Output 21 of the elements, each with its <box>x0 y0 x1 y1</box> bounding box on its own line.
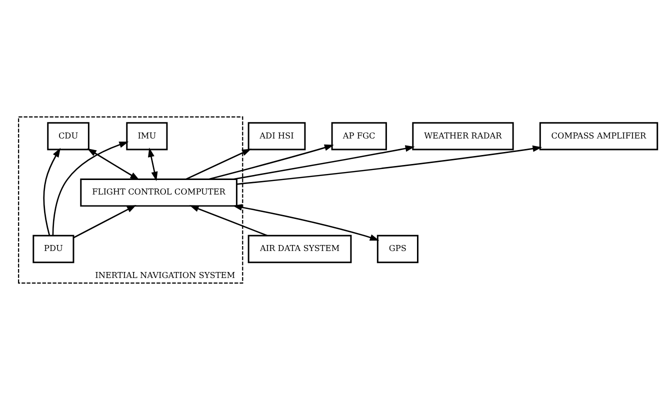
node-box: IMU <box>126 122 168 150</box>
arrow <box>73 205 136 238</box>
arrow <box>43 148 61 236</box>
node-box: ADI HSI <box>248 122 306 150</box>
arrow <box>236 145 542 185</box>
node-box: WEATHER RADAR <box>412 122 514 150</box>
arrow <box>186 148 252 180</box>
arrow <box>189 205 268 236</box>
arrow <box>148 148 158 182</box>
arrow <box>52 142 129 236</box>
arrow <box>87 148 140 180</box>
node-box: PDU <box>32 234 74 264</box>
arrow <box>232 204 380 241</box>
node-box: AP FGC <box>331 122 387 150</box>
node-box: COMPASS AMPLIFIER <box>539 122 658 150</box>
arrow <box>233 145 415 180</box>
node-box: AIR DATA SYSTEM <box>248 234 352 264</box>
node-box: CDU <box>47 122 90 150</box>
node-box: FLIGHT CONTROL COMPUTER <box>80 178 238 207</box>
node-box: GPS <box>376 234 418 264</box>
arrow <box>208 144 334 180</box>
